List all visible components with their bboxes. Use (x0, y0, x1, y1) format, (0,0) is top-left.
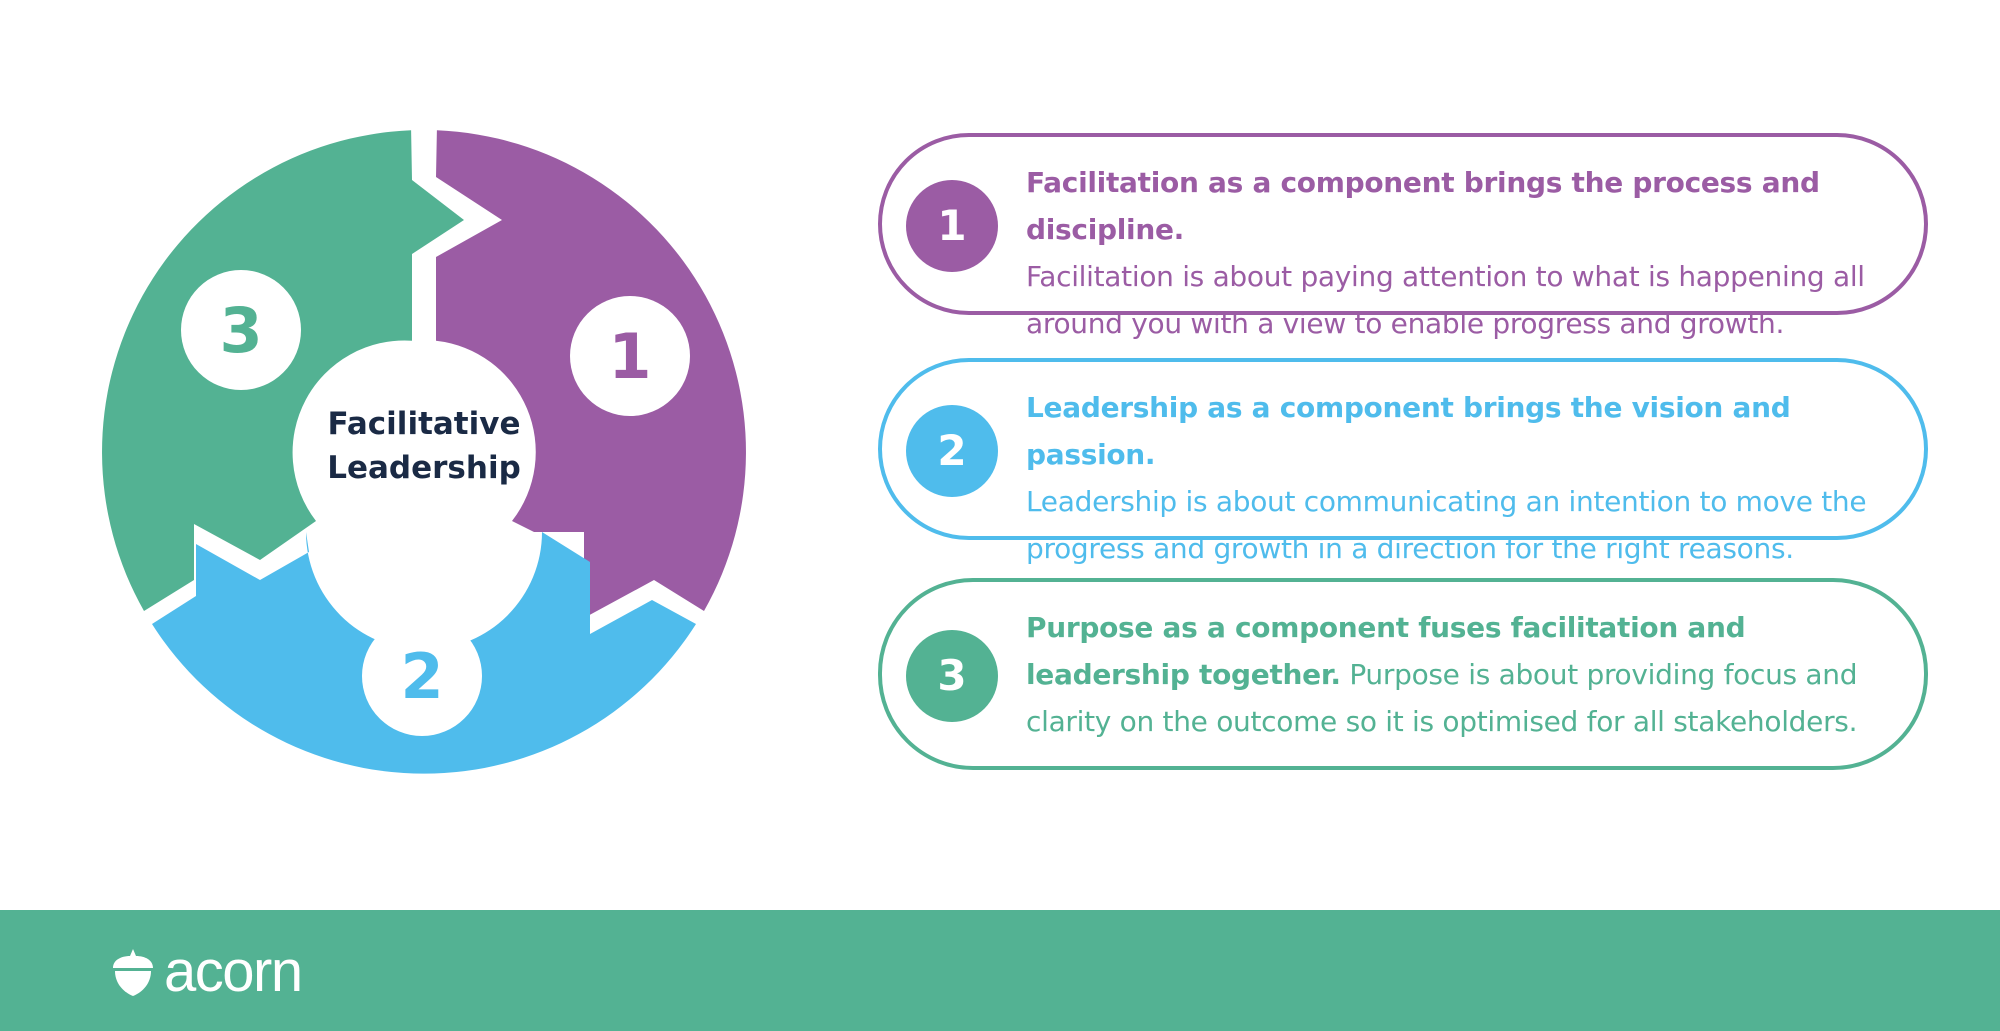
component-card-purpose: 3 Purpose as a component fuses facilitat… (878, 578, 1928, 770)
card-number-badge: 1 (906, 180, 998, 272)
acorn-logo[interactable]: acorn (112, 939, 303, 1004)
footer-bar: acorn (0, 910, 2000, 1031)
cycle-disc-2 (362, 616, 482, 736)
acorn-icon (113, 949, 153, 996)
card-description: Leadership as a component brings the vis… (1026, 384, 1884, 572)
component-card-facilitation: 1 Facilitation as a component brings the… (878, 133, 1928, 340)
cycle-disc-1 (570, 296, 690, 416)
logo-wordmark: acorn (164, 939, 303, 1004)
card-number-badge: 3 (906, 630, 998, 722)
cycle-number-1: 1 (608, 320, 651, 393)
card-body: Facilitation is about paying attention t… (1026, 260, 1865, 340)
center-label-line2: Leadership (327, 450, 521, 486)
cycle-disc-3 (181, 270, 301, 390)
card-lead: Purpose as a component fuses facilitatio… (1026, 611, 1746, 691)
cycle-diagram: 1 2 3 Facilitative Leadership (102, 130, 746, 774)
card-lead: Leadership as a component brings the vis… (1026, 391, 1791, 471)
component-card-leadership: 2 Leadership as a component brings the v… (878, 358, 1928, 565)
card-body: Leadership is about communicating an int… (1026, 485, 1867, 565)
card-lead: Facilitation as a component brings the p… (1026, 166, 1820, 246)
card-number-badge: 2 (906, 405, 998, 497)
cycle-number-3: 3 (219, 294, 262, 367)
card-description: Facilitation as a component brings the p… (1026, 159, 1884, 347)
cycle-number-2: 2 (400, 640, 443, 713)
card-description: Purpose as a component fuses facilitatio… (1026, 604, 1884, 745)
card-body: Purpose is about providing focus and cla… (1026, 658, 1858, 738)
center-label-line1: Facilitative (328, 406, 521, 442)
